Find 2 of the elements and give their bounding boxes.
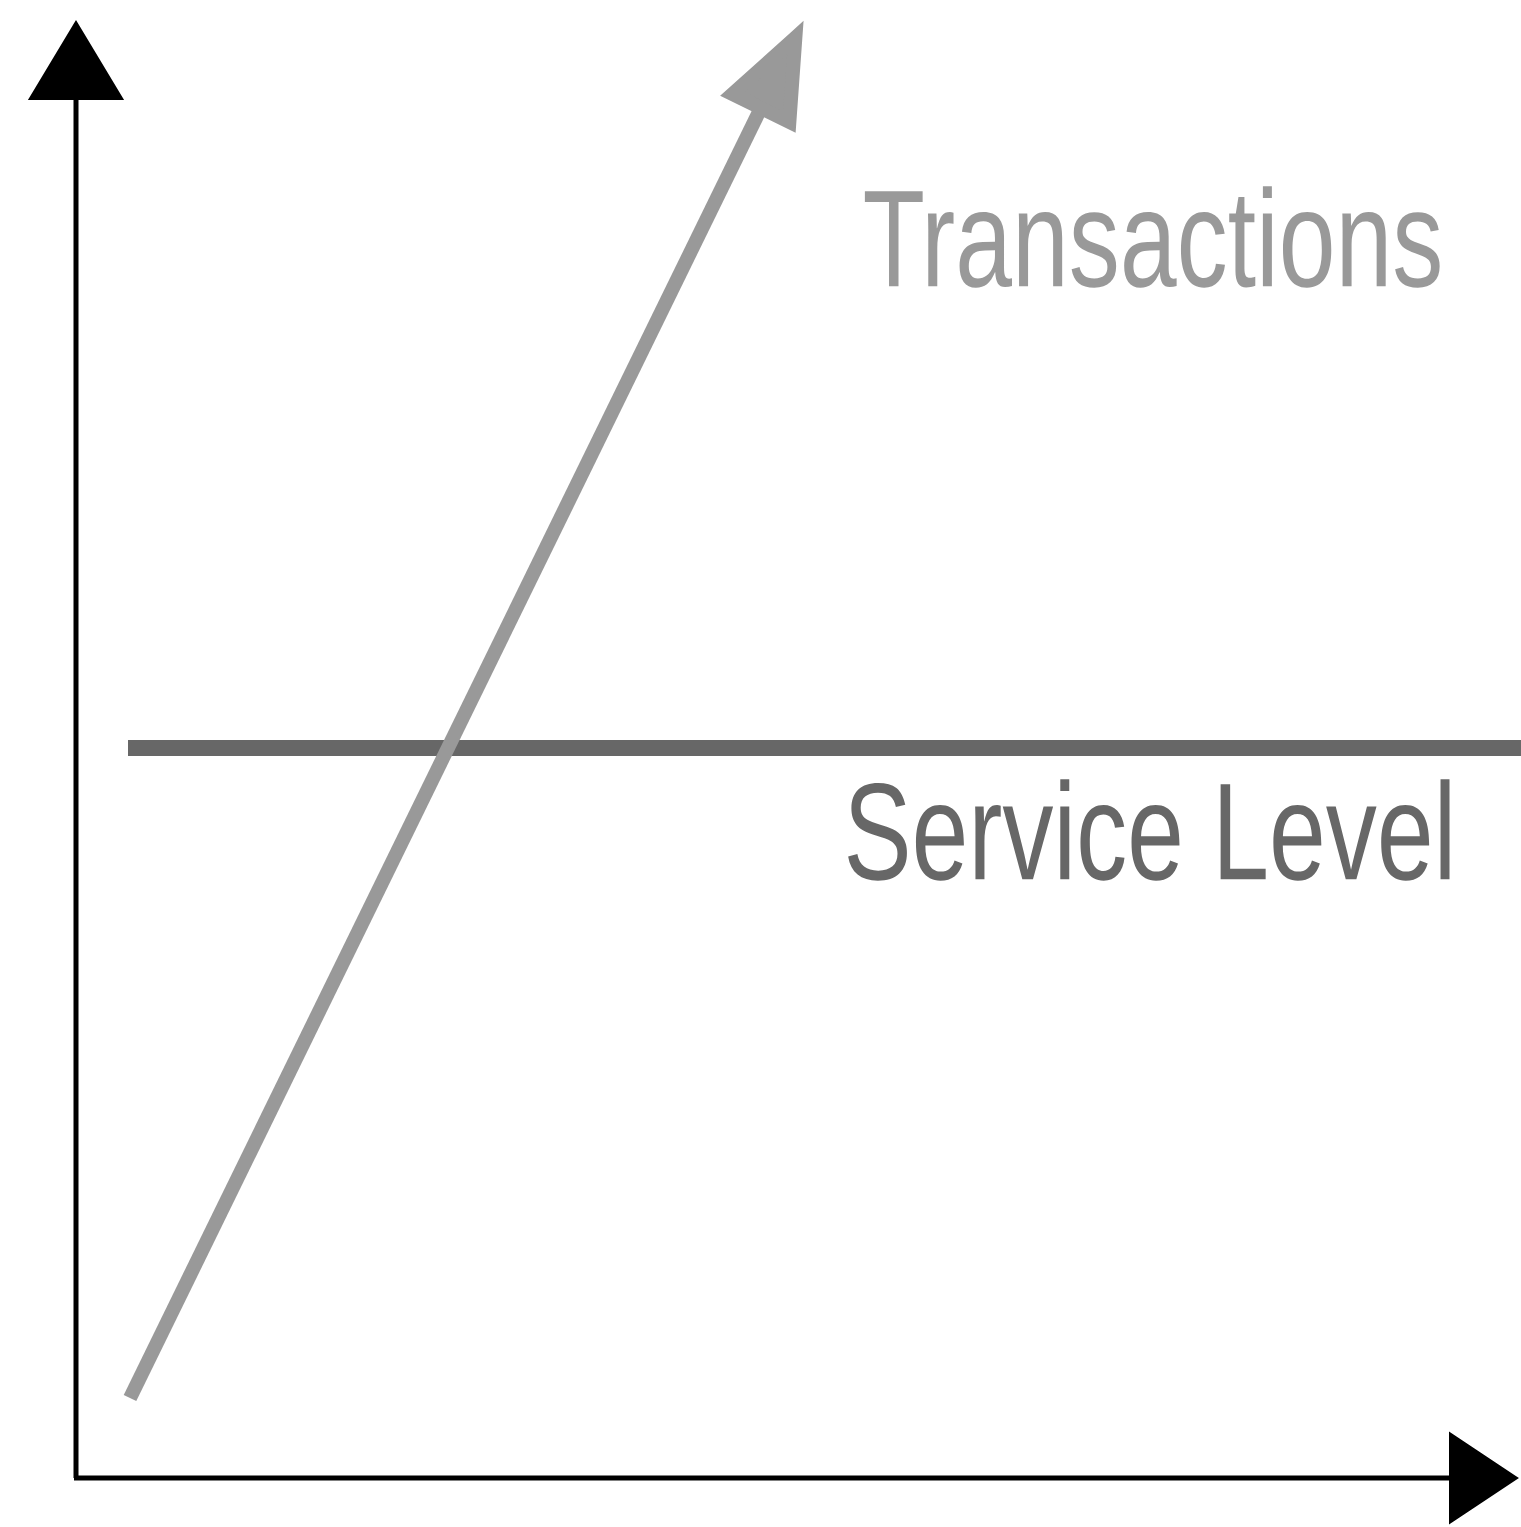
line-label: Transactions xyxy=(864,186,1440,288)
line-label: Service Level xyxy=(848,779,1450,881)
